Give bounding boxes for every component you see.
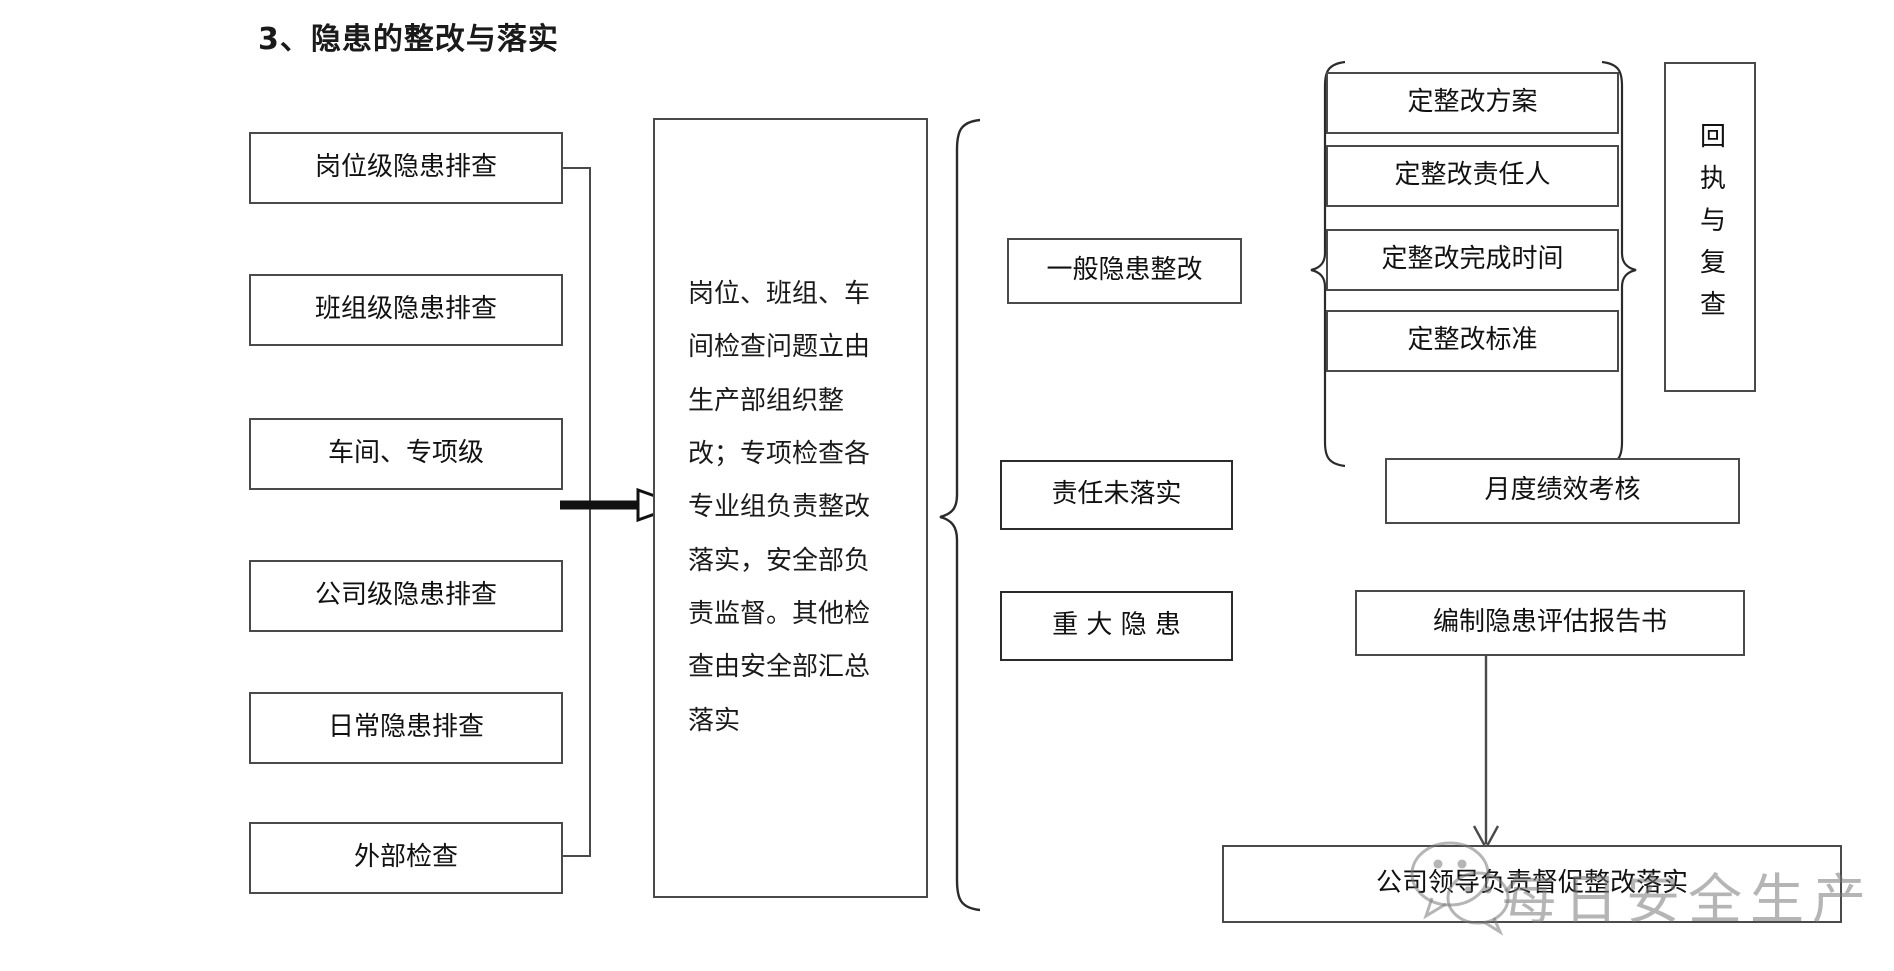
branch-responsibility-unfulfilled[interactable]: 责任未落实 [1000,460,1233,530]
inspection-box-post-level[interactable]: 岗位级隐患排查 [249,132,563,204]
hazard-assessment-report-box[interactable]: 编制隐患评估报告书 [1355,590,1745,656]
process-description-box[interactable]: 岗位、班组、车间检查问题立由生产部组织整改；专项检查各专业组负责整改落实，安全部… [653,118,928,898]
inspection-box-daily[interactable]: 日常隐患排查 [249,692,563,764]
arrow-report-to-leader [1472,656,1500,851]
general-item-deadline[interactable]: 定整改完成时间 [1326,229,1619,291]
branch-major-hazard[interactable]: 重 大 隐 患 [1000,591,1233,661]
monthly-performance-assessment-box[interactable]: 月度绩效考核 [1385,458,1740,524]
inspection-box-company-level[interactable]: 公司级隐患排查 [249,560,563,632]
branch-general-rectification[interactable]: 一般隐患整改 [1007,238,1242,304]
watermark-text: 每日安全生产 [1502,868,1874,931]
inspection-box-workshop-special-level[interactable]: 车间、专项级 [249,418,563,490]
process-description-text: 岗位、班组、车间检查问题立由生产部组织整改；专项检查各专业组负责整改落实，安全部… [688,279,871,736]
general-item-plan[interactable]: 定整改方案 [1326,72,1619,134]
general-item-owner[interactable]: 定整改责任人 [1326,145,1619,207]
inspection-box-external[interactable]: 外部检查 [249,822,563,894]
general-item-standard[interactable]: 定整改标准 [1326,310,1619,372]
brace-main [939,118,981,912]
inspection-box-team-level[interactable]: 班组级隐患排查 [249,274,563,346]
receipt-and-review-box[interactable]: 回执与复查 [1664,62,1756,392]
page-title: 3、隐患的整改与落实 [258,22,559,57]
